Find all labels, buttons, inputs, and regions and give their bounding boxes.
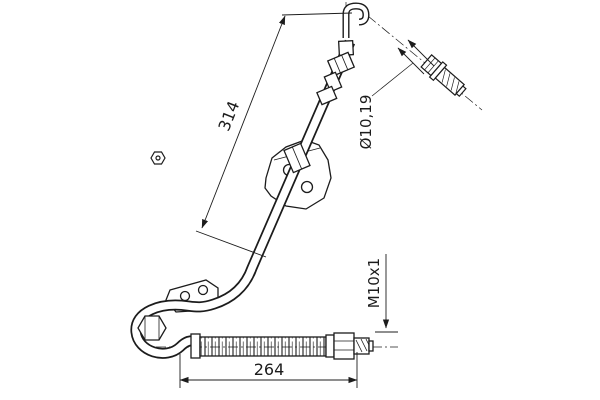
threaded-end-fitting xyxy=(325,332,374,360)
bracket-hole xyxy=(300,180,314,194)
retaining-clip xyxy=(150,151,166,165)
thread-label: M10x1 xyxy=(365,258,383,308)
hose-inner xyxy=(132,40,354,358)
washer xyxy=(323,71,343,93)
sleeve-ribbed-section xyxy=(199,336,327,357)
label-hose-diameter: Ø10,19 xyxy=(357,39,435,150)
bent-tube-inner xyxy=(343,3,369,38)
diameter-arrow xyxy=(397,47,425,75)
thread-tip xyxy=(368,340,374,352)
dim-label-264: 264 xyxy=(254,360,285,379)
end-hex-nut xyxy=(333,332,355,360)
bolt-tip xyxy=(455,85,467,98)
diameter-leader xyxy=(371,62,414,97)
diameter-arrow xyxy=(407,39,435,67)
sleeve-left-collar xyxy=(190,333,201,359)
hose-body xyxy=(130,39,356,359)
dim-label-314: 314 xyxy=(214,98,243,133)
bolt-head-flats xyxy=(424,57,439,74)
label-thread: M10x1 xyxy=(365,254,398,333)
clip-center xyxy=(155,155,161,161)
collar xyxy=(316,85,338,106)
end-plate-hole xyxy=(197,284,209,296)
loop-hex-flats xyxy=(144,316,160,340)
hex-flat-lines xyxy=(333,54,349,74)
ext-line-top xyxy=(281,12,353,16)
dimension-264: 264 xyxy=(179,352,358,388)
banjo-bolt xyxy=(420,54,467,98)
end-hex-flats xyxy=(334,340,354,351)
ext-line-bottom xyxy=(195,230,267,258)
loop-fitting xyxy=(137,315,167,341)
end-plate-hole xyxy=(179,290,191,302)
dim-line-314 xyxy=(201,15,286,229)
collar-seam xyxy=(291,146,303,170)
diameter-label: Ø10,19 xyxy=(357,95,375,150)
loop-hex-nut xyxy=(137,315,167,341)
bolt-thread-hatch xyxy=(441,69,460,95)
dimension-314: 314 xyxy=(195,12,353,258)
end-collar xyxy=(325,334,335,358)
top-fitting xyxy=(283,2,370,174)
corrugated-sleeve xyxy=(190,333,327,359)
